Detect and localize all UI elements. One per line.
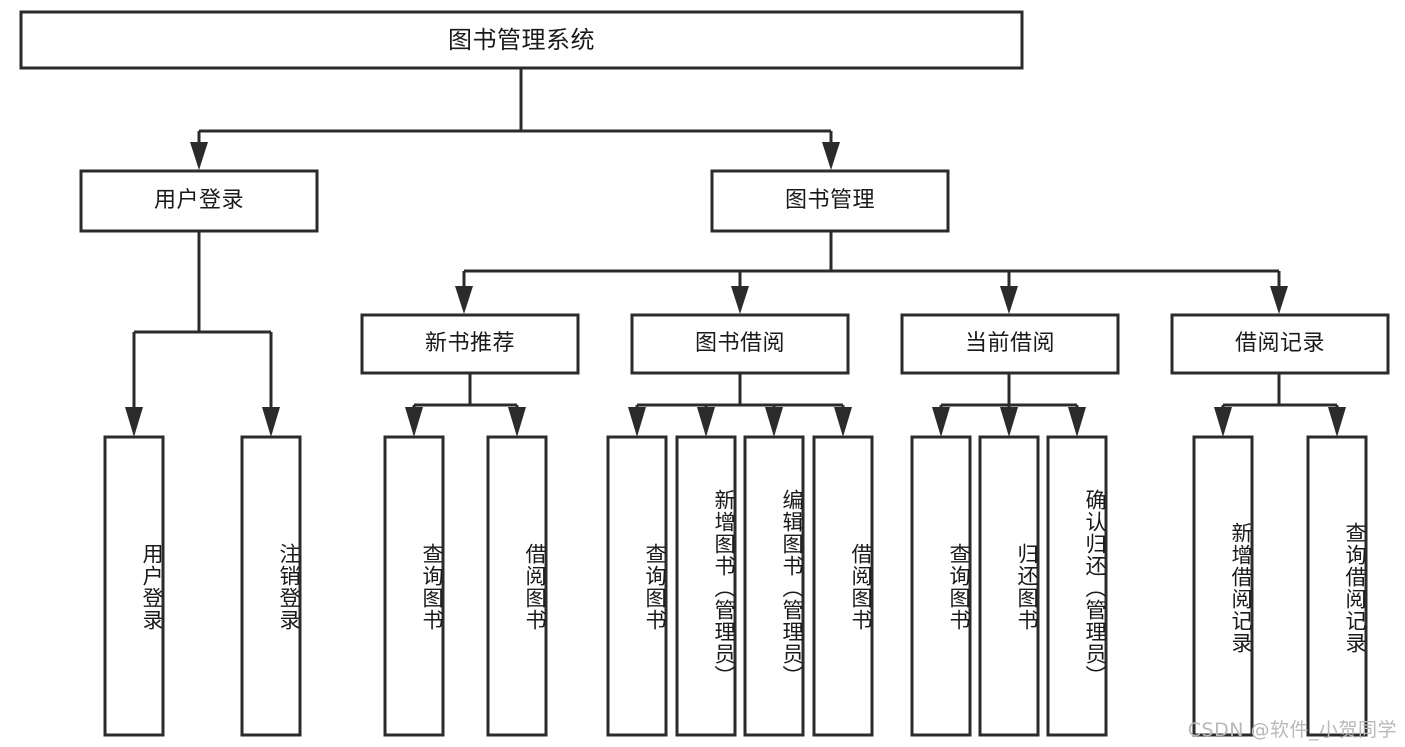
node-box-leaf-return-book[interactable] — [978, 435, 1040, 737]
node-box-current-borrow[interactable] — [900, 313, 1120, 375]
arrow-head-leaf-user-logout — [262, 407, 280, 437]
arrow-head-book-management — [822, 142, 840, 170]
node-box-leaf-query-book-2[interactable] — [606, 435, 668, 737]
arrow-head-current-borrow — [1000, 286, 1018, 314]
arrow-head-leaf-return-book — [1000, 407, 1018, 437]
node-box-leaf-borrow-book-2[interactable] — [812, 435, 874, 737]
node-box-leaf-user-logout[interactable] — [240, 435, 302, 737]
node-box-leaf-edit-book[interactable] — [743, 435, 805, 737]
node-box-leaf-confirm-return[interactable] — [1046, 435, 1108, 737]
node-box-user-login[interactable] — [79, 169, 319, 233]
arrow-head-leaf-add-record — [1214, 407, 1232, 437]
arrow-head-leaf-borrow-book-2 — [834, 407, 852, 437]
node-box-leaf-query-book-3[interactable] — [910, 435, 972, 737]
node-box-book-borrow[interactable] — [630, 313, 850, 375]
node-box-book-management[interactable] — [710, 169, 950, 233]
node-box-new-book-recommend[interactable] — [360, 313, 580, 375]
arrow-head-leaf-query-record — [1328, 407, 1346, 437]
arrow-head-leaf-confirm-return — [1068, 407, 1086, 437]
arrow-head-book-borrow — [731, 286, 749, 314]
node-box-leaf-add-record[interactable] — [1192, 435, 1254, 737]
arrow-head-leaf-borrow-book-1 — [508, 407, 526, 437]
node-box-root[interactable] — [19, 10, 1024, 70]
node-box-leaf-user-login[interactable] — [103, 435, 165, 737]
arrow-head-leaf-edit-book — [765, 407, 783, 437]
node-box-borrow-record[interactable] — [1170, 313, 1390, 375]
arrow-head-leaf-query-book-3 — [932, 407, 950, 437]
node-box-leaf-borrow-book-1[interactable] — [486, 435, 548, 737]
arrow-head-leaf-query-book-2 — [628, 407, 646, 437]
arrow-head-leaf-add-book — [697, 407, 715, 437]
node-box-leaf-query-record[interactable] — [1306, 435, 1368, 737]
node-box-leaf-query-book-1[interactable] — [383, 435, 445, 737]
arrow-head-new-book-recommend — [455, 286, 473, 314]
node-box-leaf-add-book[interactable] — [675, 435, 737, 737]
arrow-head-borrow-record — [1270, 286, 1288, 314]
arrow-head-leaf-query-book-1 — [405, 407, 423, 437]
arrow-head-leaf-user-login — [125, 407, 143, 437]
arrow-head-user-login — [190, 142, 208, 170]
